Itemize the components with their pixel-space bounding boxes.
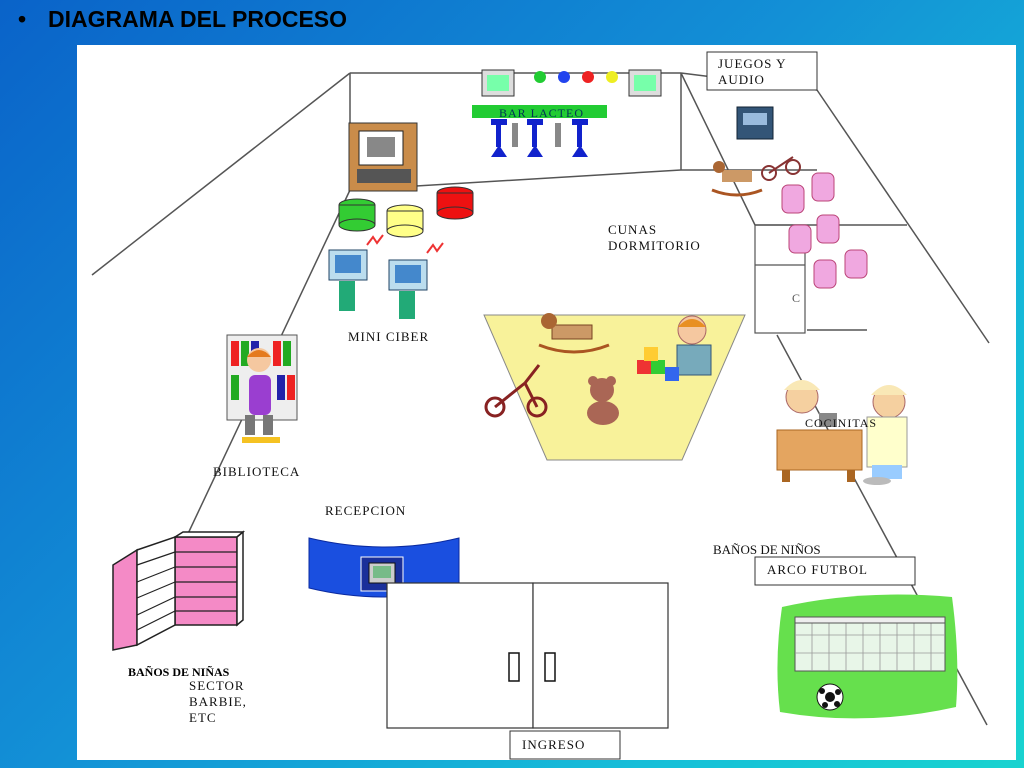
banos-ninas-label: BAÑOS DE NIÑAS — [128, 665, 230, 679]
bar-lacteo-label: BAR LACTEO — [499, 106, 584, 120]
svg-text:C: C — [792, 291, 800, 305]
colored-stools — [338, 186, 474, 238]
play-rug — [483, 314, 746, 461]
bullet: • — [18, 6, 27, 32]
entrance-doors — [386, 582, 669, 729]
barbie-shelf-icon — [112, 530, 246, 651]
cocinitas-children-icon — [776, 380, 908, 485]
tricycle-icon — [761, 156, 801, 181]
teddy-bear-icon — [587, 376, 619, 425]
pink-chairs — [781, 172, 868, 289]
floor-plan-drawing: C — [91, 51, 990, 760]
floor-plan-canvas: C — [77, 45, 1016, 760]
juegos-audio-label-line1: JUEGOS Y — [718, 56, 787, 71]
computer-icon — [328, 234, 444, 319]
cunas-label-line1: CUNAS — [608, 222, 658, 237]
reception-desk — [308, 537, 460, 598]
child-blocks-icon — [637, 315, 712, 381]
cocinitas-label: COCINITAS — [805, 416, 878, 430]
banos-ninos-label: BAÑOS DE NIÑOS — [713, 542, 821, 557]
cabinet: C — [754, 224, 806, 334]
cunas-label-line2: DORMITORIO — [608, 238, 701, 253]
tricycle-rug-icon — [484, 364, 548, 418]
slide-title: • DIAGRAMA DEL PROCESO — [18, 6, 347, 33]
ingreso-label: INGRESO — [522, 737, 586, 752]
recepcion-label: RECEPCION — [325, 503, 407, 518]
juegos-audio-label-line2: AUDIO — [718, 72, 765, 87]
rocking-horse-icon — [711, 161, 763, 197]
juegos-audio-box — [706, 51, 818, 91]
bar-lacteo-counter — [472, 69, 662, 157]
sector-label-line2: BARBIE, — [189, 694, 247, 709]
arco-futbol-label: ARCO FUTBOL — [767, 562, 868, 577]
arco-futbol-box — [754, 556, 916, 586]
biblioteca-label: BIBLIOTECA — [213, 464, 301, 479]
rocking-horse-rug-icon — [538, 313, 610, 354]
bookshelf-icon — [226, 334, 298, 443]
tv-icon — [348, 122, 418, 192]
ingreso-box — [509, 730, 621, 760]
sector-label-line3: ETC — [189, 710, 217, 725]
audio-equipment-icon — [736, 106, 774, 140]
soccer-field-icon — [777, 594, 958, 719]
sector-label-line1: SECTOR — [189, 678, 245, 693]
mini-ciber-label: MINI CIBER — [348, 329, 430, 344]
slide-title-text: DIAGRAMA DEL PROCESO — [48, 6, 348, 32]
